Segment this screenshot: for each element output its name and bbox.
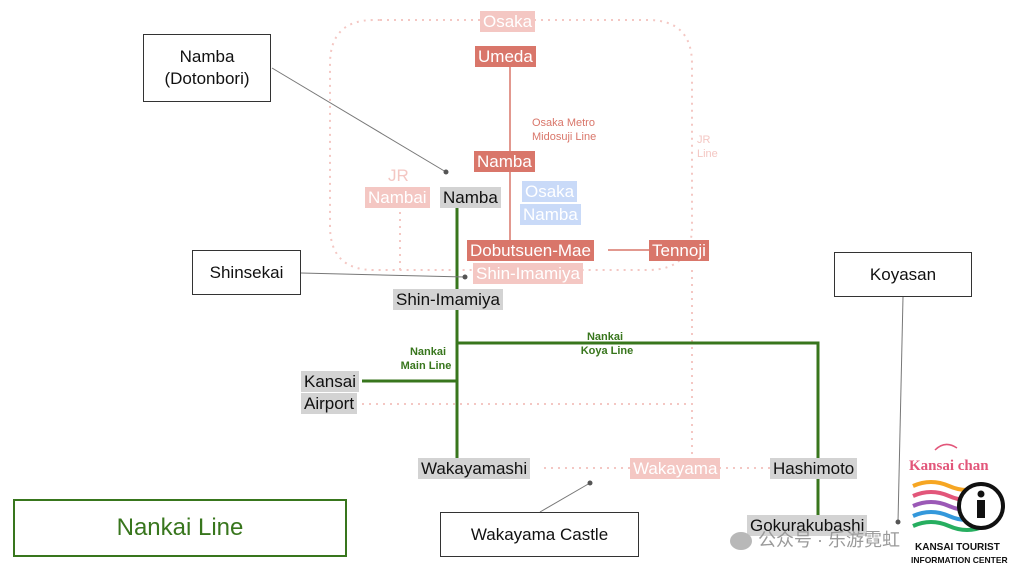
station-osaka: Osaka [480, 11, 536, 32]
koyasan-callout-dot [895, 519, 901, 525]
station-wakayamashi: Wakayamashi [418, 458, 531, 479]
label-jr-line1: JR [697, 134, 711, 146]
namba-callout-leader [271, 67, 447, 173]
label-nankai-koya-line2: Koya Line [580, 345, 634, 357]
callout-namba-dotonbori-line1: Namba [179, 47, 235, 66]
station-namba-nankai: Namba [440, 187, 501, 208]
label-nankai-main-line2: Main Line [400, 360, 452, 372]
kansai-chan-logo: Kansai chan KANSAI TOURIST INFORMATION C… [905, 438, 1017, 572]
legend-text: Nankai Line [116, 514, 244, 541]
label-nankai-main-line1: Nankai [409, 346, 447, 358]
logo-brand-text: Kansai chan [909, 458, 989, 474]
koyasan-callout-leader [897, 296, 904, 523]
callout-shinsekai-text: Shinsekai [209, 262, 284, 282]
station-wakayama: Wakayama [630, 458, 721, 479]
callout-namba-dotonbori-line2: (Dotonbori) [164, 69, 250, 88]
callout-koyasan-text: Koyasan [869, 264, 937, 284]
station-hashimoto: Hashimoto [770, 458, 858, 479]
station-jr-nambai-line2: Nambai [365, 187, 430, 208]
shinsekai-callout-dot [462, 274, 468, 280]
callout-namba-dotonbori: Namba (Dotonbori) [143, 34, 271, 102]
station-shin-imamiya-jr: Shin-Imamiya [473, 263, 583, 284]
jr-loop-line [329, 19, 693, 271]
station-tennoji: Tennoji [649, 240, 709, 261]
station-namba-metro: Namba [474, 151, 535, 172]
callout-wakayama-castle-text: Wakayama Castle [470, 524, 609, 544]
label-nankai-koya-line1: Nankai [586, 331, 624, 343]
shinsekai-callout-leader [300, 272, 466, 278]
station-gokurakubashi: Gokurakubashi [747, 515, 868, 536]
station-osaka-namba-line1: Osaka [522, 181, 578, 202]
label-jr-line2: Line [697, 148, 718, 160]
watermark: 公众号 · 乐游霓虹 [730, 526, 900, 552]
label-metro-line1: Osaka Metro [532, 117, 595, 129]
station-shin-imamiya: Shin-Imamiya [393, 289, 503, 310]
station-kansai-airport-line1: Kansai [301, 371, 359, 392]
callout-koyasan: Koyasan [834, 252, 972, 297]
station-jr-nambai-line1: JR [388, 166, 409, 185]
label-metro-line2: Midosuji Line [532, 131, 597, 143]
station-kansai-airport-line2: Airport [301, 393, 358, 414]
callout-shinsekai: Shinsekai [192, 250, 301, 295]
watermark-text: 公众号 · 乐游霓虹 [758, 530, 900, 550]
logo-sub-text-2: INFORMATION CENTER [911, 555, 1008, 565]
castle-callout-dot [587, 480, 593, 486]
logo-sub-text-1: KANSAI TOURIST [915, 542, 1000, 553]
wechat-icon [730, 532, 752, 551]
station-umeda: Umeda [475, 46, 536, 67]
legend-nankai-line: Nankai Line [13, 499, 347, 557]
station-osaka-namba-line2: Namba [520, 204, 581, 225]
callout-wakayama-castle: Wakayama Castle [440, 512, 639, 557]
namba-callout-dot [443, 169, 449, 175]
nankai-koya-line [457, 341, 820, 520]
castle-callout-leader [539, 482, 591, 513]
kansai-chan-logo-graphic: Kansai chan KANSAI TOURIST INFORMATION C… [909, 443, 1008, 565]
station-dobutsuen-mae: Dobutsuen-Mae [467, 240, 594, 261]
